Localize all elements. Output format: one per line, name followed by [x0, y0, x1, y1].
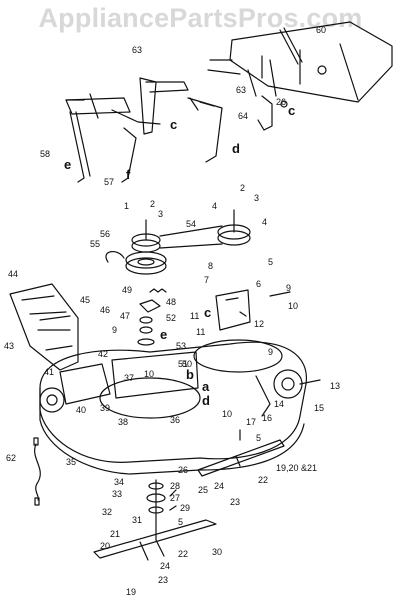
callout-29: 29 [180, 503, 191, 513]
callout-1: 1 [124, 201, 130, 211]
callout-33: 33 [112, 489, 123, 499]
callout-40: 40 [76, 405, 87, 415]
callout-25: 25 [198, 485, 209, 495]
callout-42: 42 [98, 349, 109, 359]
callout-11b: 11 [196, 327, 206, 337]
callout-54: 54 [186, 219, 197, 229]
callout-10c: 10 [222, 409, 233, 419]
callout-35: 35 [66, 457, 77, 467]
callout-23b: 23 [158, 575, 169, 585]
callout-55: 55 [90, 239, 101, 249]
callout-4b: 4 [262, 217, 268, 227]
callout-37: 37 [124, 373, 135, 383]
callout-32: 32 [102, 507, 113, 517]
lift-linkage-assembly [65, 77, 223, 183]
callout-46: 46 [100, 305, 111, 315]
callout-e2: e [160, 327, 168, 342]
callout-23a: 23 [230, 497, 241, 507]
callout-3b: 3 [254, 193, 260, 203]
discharge-chute-44 [9, 283, 79, 371]
callout-14: 14 [274, 399, 285, 409]
callout-31: 31 [132, 515, 143, 525]
callout-17: 17 [246, 417, 257, 427]
spindle-blade-assembly [93, 479, 217, 561]
callout-38: 38 [118, 417, 129, 427]
callout-5c: 5 [178, 517, 184, 527]
callout-4a: 4 [212, 201, 218, 211]
callout-48: 48 [166, 297, 177, 307]
callout-10a: 10 [288, 301, 299, 311]
callout-d1: d [232, 141, 240, 156]
callout-7: 7 [204, 275, 210, 285]
spring-hardware [137, 288, 291, 346]
callout-f: f [126, 167, 131, 182]
callout-56: 56 [100, 229, 111, 239]
side-link-arm [247, 59, 288, 131]
callout-c1: c [288, 103, 296, 118]
callout-47: 47 [120, 311, 131, 321]
callout-22a: 22 [258, 475, 269, 485]
callout-b: b [186, 367, 194, 382]
blade-19-20-21 [197, 429, 285, 477]
callout-21: 21 [110, 529, 121, 539]
callout-41: 41 [44, 367, 55, 377]
callout-20: 20 [100, 541, 111, 551]
callout-d2: d [202, 393, 210, 408]
callout-12: 12 [254, 319, 265, 329]
callout-16: 16 [262, 413, 273, 423]
callout-60: 60 [316, 25, 327, 35]
callout-19: 19 [126, 587, 137, 597]
callout-36: 36 [170, 415, 181, 425]
callout-62: 62 [6, 453, 17, 463]
callout-11a: 11 [190, 311, 200, 321]
callout-43: 43 [4, 341, 15, 351]
callout-50: 50 [182, 359, 193, 369]
callout-63a: 63 [132, 45, 143, 55]
wire-harness-62 [33, 437, 41, 506]
callout-51: 51 [178, 359, 189, 369]
mower-deck-housing-35 [39, 339, 321, 475]
callout-24a: 24 [214, 481, 225, 491]
callout-5a: 5 [268, 257, 274, 267]
callout-63b: 63 [236, 85, 247, 95]
callout-e1: e [64, 157, 72, 172]
callout-9c: 9 [268, 347, 274, 357]
callout-45: 45 [80, 295, 91, 305]
callout-9b: 9 [112, 325, 118, 335]
callout-10b: 10 [144, 369, 155, 379]
callout-49: 49 [122, 285, 133, 295]
callout-26a: 26 [276, 97, 287, 107]
callout-52: 52 [166, 313, 177, 323]
callout-44: 44 [8, 269, 19, 279]
callout-34: 34 [114, 477, 125, 487]
frame-bracket-60 [207, 21, 393, 103]
callout-3a: 3 [158, 209, 164, 219]
callout-5b: 5 [256, 433, 262, 443]
callout-9a: 9 [286, 283, 292, 293]
callout-26b: 26 [178, 465, 189, 475]
callout-15: 15 [314, 403, 325, 413]
callout-57: 57 [104, 177, 115, 187]
callout-19-20-21: 19,20 &21 [276, 463, 318, 473]
callout-24b: 24 [160, 561, 171, 571]
callout-c3: c [204, 305, 212, 320]
callout-2b: 2 [240, 183, 246, 193]
callout-64: 64 [238, 111, 249, 121]
callout-13: 13 [330, 381, 341, 391]
callout-22b: 22 [178, 549, 189, 559]
callout-a: a [202, 379, 210, 394]
pulley-belt-assembly [105, 209, 251, 275]
callout-8: 8 [208, 261, 214, 271]
callout-2a: 2 [150, 199, 156, 209]
callout-6: 6 [256, 279, 262, 289]
callout-58: 58 [40, 149, 51, 159]
callout-c2: c [170, 117, 178, 132]
callout-30: 30 [212, 547, 223, 557]
callout-27: 27 [170, 493, 181, 503]
callout-39: 39 [100, 403, 111, 413]
callout-28: 28 [170, 481, 181, 491]
callout-53: 53 [176, 341, 187, 351]
